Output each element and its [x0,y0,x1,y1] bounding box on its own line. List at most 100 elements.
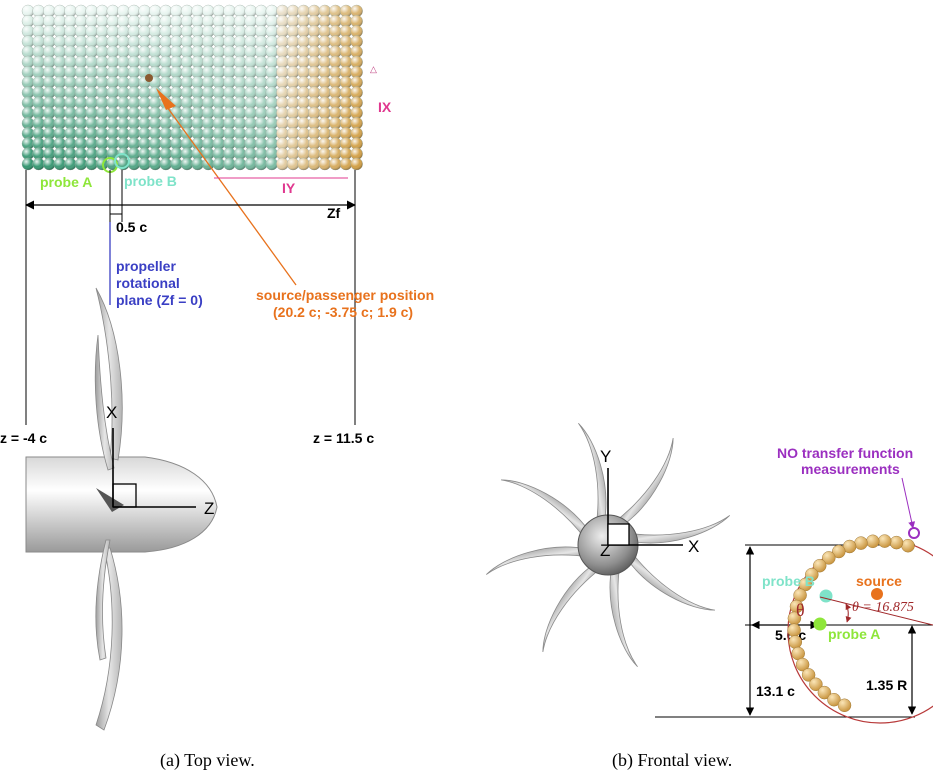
y-axis-label-front: Y [600,447,611,466]
microphone-shade [202,86,215,99]
microphone-shade [53,25,66,38]
microphone-shade [96,76,109,89]
microphone-shade [329,137,342,150]
microphone-shade [287,56,299,68]
offset-label: 0.5 c [116,219,147,235]
microphone-shade [202,137,215,150]
microphone-shade [255,45,268,58]
microphone-shade [64,127,77,140]
microphone-shade [106,45,119,58]
microphone-shade [350,56,363,68]
microphone-shade [223,5,236,17]
microphone-shade [181,25,193,38]
arc-microphone [795,657,810,672]
no-tf-label-2: measurements [801,461,900,477]
x-axis-label-top: X [106,403,117,422]
microphone-shade [170,117,183,130]
microphone-shade [329,25,342,38]
arc-microphone [817,685,832,700]
microphone-shade [75,158,87,170]
microphone-shade [255,137,268,150]
microphone-shade [32,158,45,170]
microphone-shade [32,147,45,160]
microphone-shade [106,137,119,150]
microphone-shade [318,96,331,109]
microphone-shade [329,96,342,109]
microphone-shade [340,66,352,79]
microphone-shade [191,137,204,150]
microphone-shade [128,15,140,28]
microphone-shade [276,5,289,17]
microphone-shade [96,66,109,79]
microphone-shade [53,35,66,48]
microphone-shade [159,158,172,170]
microphone-shade [297,45,310,58]
microphone-shade [181,35,193,48]
microphone-shade [308,127,321,140]
microphone-shade [265,158,278,170]
microphone-shade [287,127,299,140]
microphone-shade [32,107,45,119]
microphone-shade [85,45,98,58]
microphone-shade [340,76,352,89]
microphone-shade [22,25,34,38]
origin-box-front [607,523,630,546]
microphone-shade [212,56,225,68]
propeller-blade [613,437,674,528]
microphone-shade [43,147,56,160]
microphone-shade [340,5,352,17]
microphone-shade [32,137,45,150]
microphone-shade [43,158,56,170]
microphone-shade [117,117,130,130]
microphone-shade [234,158,246,170]
microphone-shade [308,56,321,68]
microphone-shade [223,66,236,79]
microphone-shade [117,15,130,28]
microphone-shade [276,127,289,140]
microphone-shade [308,147,321,160]
microphone-shade [340,45,352,58]
microphone-shade [43,96,56,109]
microphone-shade [96,117,109,130]
microphone-shade [202,76,215,89]
microphone-shade [32,45,45,58]
microphone-shade [212,117,225,130]
microphone-shade [149,137,162,150]
microphone-shade [85,5,98,17]
microphone-shade [138,137,151,150]
microphone-shade [276,56,289,68]
microphone-shade [149,15,162,28]
theta-value: θ = 16.875 [852,600,914,615]
microphone-shade [149,86,162,99]
microphone-shade [117,35,130,48]
microphone-shade [244,127,257,140]
microphone-shade [75,15,87,28]
microphone-shade [287,66,299,79]
microphone-shade [32,117,45,130]
microphone-shade [128,86,140,99]
microphone-shade [53,117,66,130]
microphone-shade [191,76,204,89]
microphone-shade [106,35,119,48]
microphone-shade [287,107,299,119]
microphone-shade [212,86,225,99]
microphone-shade [318,127,331,140]
microphone-shade [85,66,98,79]
microphone-shade [159,127,172,140]
microphone-shade [32,96,45,109]
microphone-shade [64,107,77,119]
microphone-shade [170,127,183,140]
microphone-shade [308,137,321,150]
propeller-plane-text-3: plane (Zf = 0) [116,292,203,308]
microphone-shade [255,158,268,170]
microphone-shade [170,76,183,89]
microphone-shade [96,5,109,17]
microphone-shade [64,45,77,58]
propeller-blade [578,423,607,526]
microphone-shade [75,96,87,109]
microphone-shade [96,147,109,160]
microphone-shade [43,86,56,99]
microphone-shade [244,96,257,109]
microphone-shade [244,45,257,58]
microphone-shade [170,15,183,28]
